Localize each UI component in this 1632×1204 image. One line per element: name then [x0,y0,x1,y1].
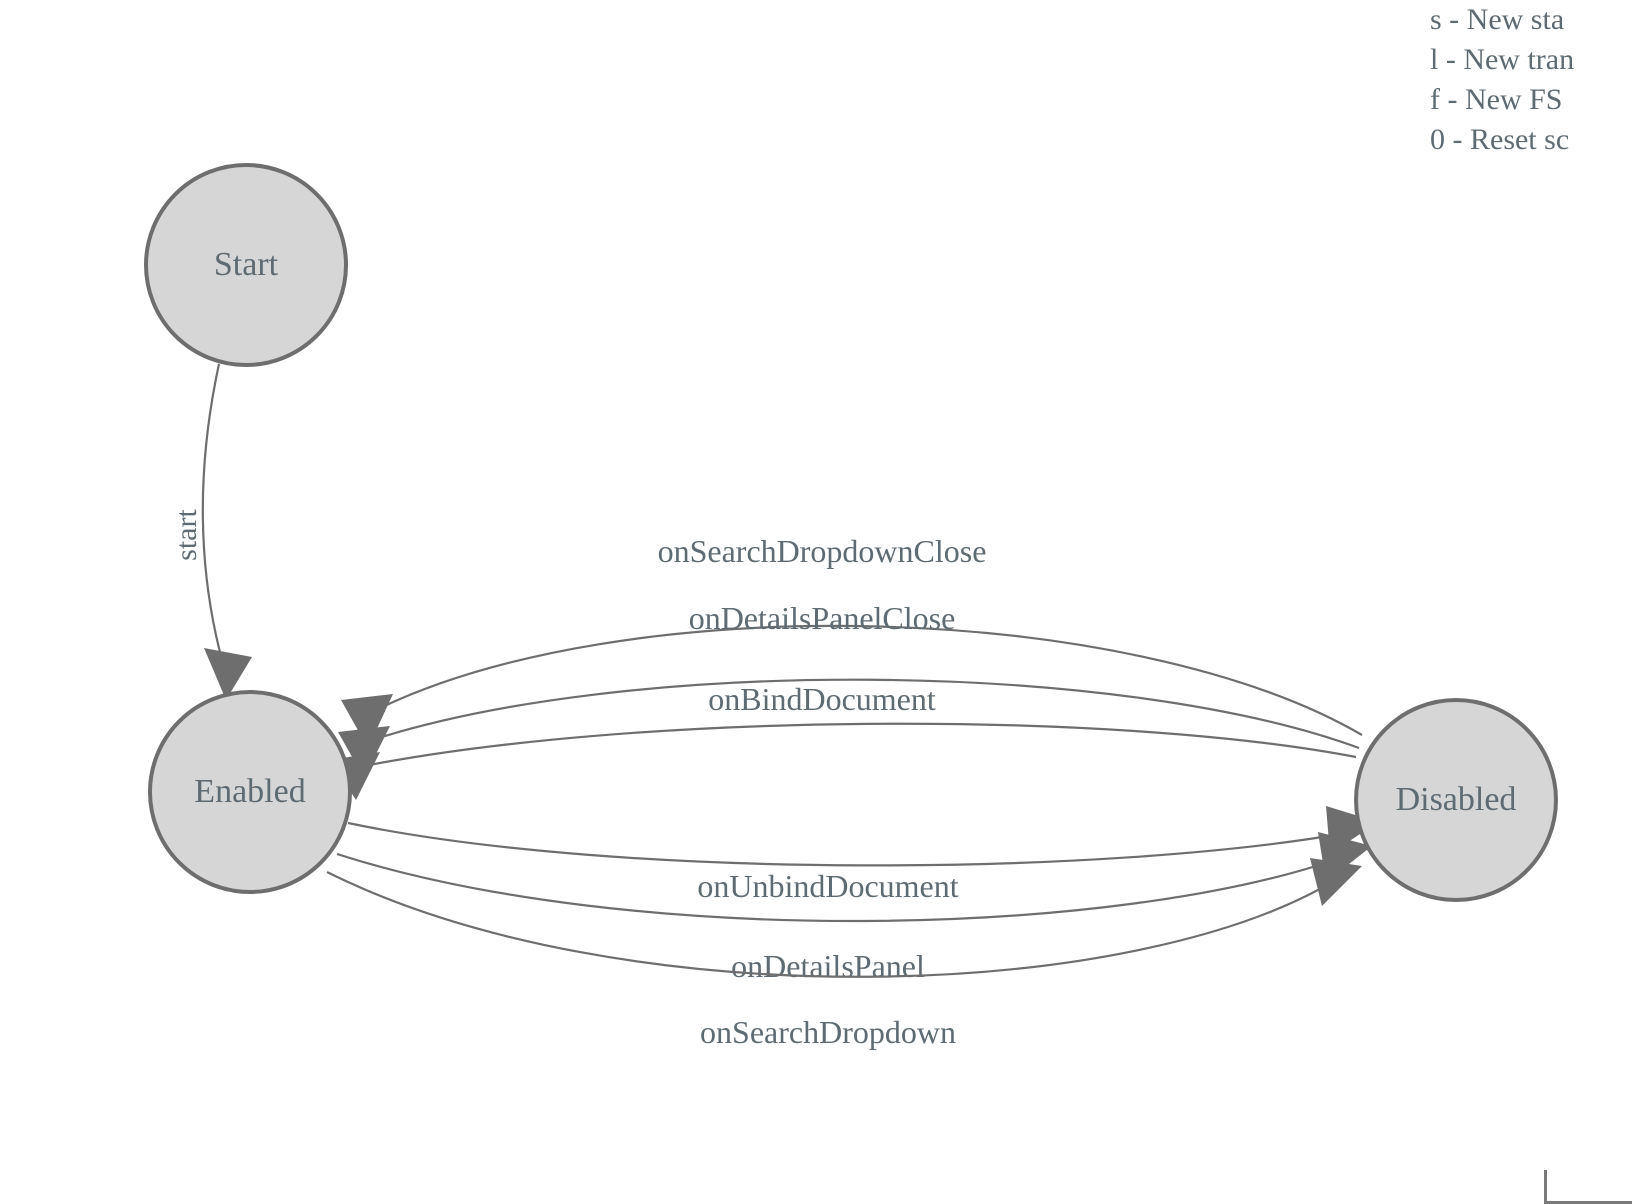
transition-on-bind-document[interactable]: onBindDocument [330,681,1357,800]
transition-on-details-panel-close[interactable]: onDetailsPanelClose [338,600,1360,778]
transition-on-search-dropdown-close-path [371,624,1363,736]
help-line-new-fsm: f - New FS [1430,83,1563,116]
transition-on-details-panel-path [336,852,1347,923]
transition-on-details-panel-close-path [365,678,1360,750]
transition-on-details-panel-close-arrowhead [338,726,390,778]
state-node-disabled-label: Disabled [1396,781,1517,818]
state-node-enabled-label: Enabled [194,773,305,810]
transition-on-bind-document-path [353,722,1357,770]
transition-on-details-panel-label: onDetailsPanel [731,948,925,984]
transition-start[interactable]: start [170,363,252,700]
keyboard-shortcuts-help: s - New sta l - New tran f - New FS 0 - … [1430,0,1632,160]
transition-start-path [201,363,224,661]
panel-corner-frame [1544,1170,1632,1204]
state-node-disabled[interactable]: Disabled [1354,698,1558,902]
state-node-enabled-circle [148,690,352,894]
transition-on-bind-document-label: onBindDocument [708,681,936,717]
transition-on-search-dropdown-close-label: onSearchDropdownClose [658,533,987,569]
help-line-new-transition: l - New tran [1430,43,1575,76]
transition-on-search-dropdown-close[interactable]: onSearchDropdownClose [341,533,1363,748]
transition-on-unbind-document-path [347,821,1353,867]
state-node-start-label: Start [214,246,279,283]
transition-on-search-dropdown-path [326,871,1343,978]
transition-on-search-dropdown[interactable]: onSearchDropdown [326,858,1362,1050]
transition-on-unbind-document-label: onUnbindDocument [697,868,958,904]
state-node-start-circle [144,163,348,367]
transition-on-details-panel[interactable]: onDetailsPanel [336,832,1372,984]
state-node-start[interactable]: Start [144,163,348,367]
state-node-disabled-circle [1354,698,1558,902]
transition-on-search-dropdown-arrowhead [1310,858,1362,906]
transition-on-details-panel-close-label: onDetailsPanelClose [689,600,956,636]
help-line-new-state: s - New sta [1430,3,1565,36]
transition-on-search-dropdown-close-arrowhead [341,694,393,748]
help-line-reset-scene: 0 - Reset sc [1430,123,1570,156]
transition-on-search-dropdown-label: onSearchDropdown [700,1014,956,1050]
transition-start-label: start [170,509,203,561]
state-node-enabled[interactable]: Enabled [148,690,352,894]
transition-start-arrowhead [204,648,252,700]
